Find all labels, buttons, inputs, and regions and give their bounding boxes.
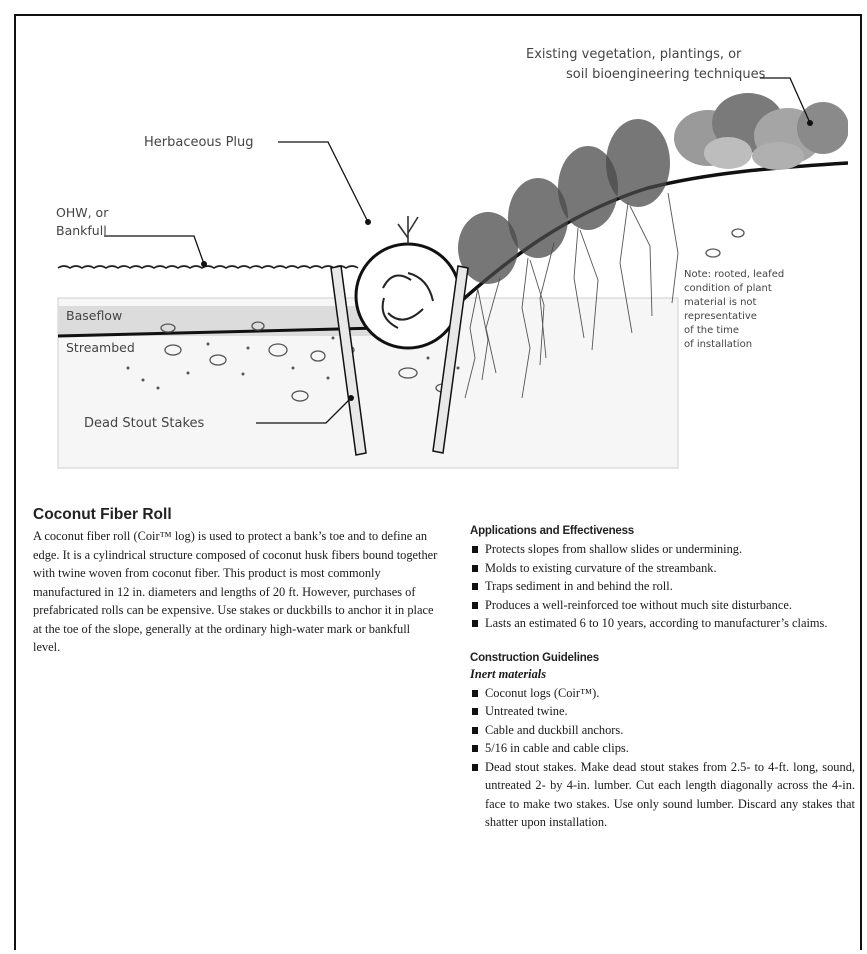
list-item: Dead stout stakes. Make dead stout stake… — [470, 758, 855, 832]
list-item: Produces a well-reinforced toe without m… — [470, 596, 855, 615]
applications-list: Protects slopes from shallow slides or u… — [470, 540, 855, 633]
coconut-fiber-roll-section: Coconut Fiber Roll A coconut fiber roll … — [33, 506, 438, 657]
note-line: representative — [684, 311, 757, 322]
list-item: Untreated twine. — [470, 702, 855, 721]
applications-heading: Applications and Effectiveness — [470, 525, 855, 537]
list-item-text: Molds to existing curvature of the strea… — [485, 561, 717, 575]
bullet-icon — [472, 583, 478, 590]
label-bankfull: Bankfull — [56, 223, 107, 238]
note-line: of the time — [684, 325, 739, 336]
bullet-icon — [472, 745, 478, 752]
guidelines-column: Applications and Effectiveness Protects … — [470, 525, 855, 832]
bullet-icon — [472, 602, 478, 609]
list-item-text: Coconut logs (Coir™). — [485, 686, 599, 700]
list-item-text: Produces a well-reinforced toe without m… — [485, 598, 792, 612]
bullet-icon — [472, 546, 478, 553]
bullet-icon — [472, 727, 478, 734]
list-item: Molds to existing curvature of the strea… — [470, 559, 855, 578]
bullet-icon — [472, 565, 478, 572]
list-item-text: Untreated twine. — [485, 704, 568, 718]
list-item-text: Dead stout stakes. Make dead stout stake… — [485, 760, 855, 830]
label-herbaceous-plug: Herbaceous Plug — [144, 135, 254, 150]
label-dead-stout-stakes: Dead Stout Stakes — [84, 416, 205, 431]
list-item-text: Traps sediment in and behind the roll. — [485, 579, 673, 593]
list-item: 5/16 in cable and cable clips. — [470, 739, 855, 758]
bullet-icon — [472, 708, 478, 715]
note-line: of installation — [684, 339, 752, 350]
herbaceous-plug-plant — [398, 216, 418, 244]
construction-heading: Construction Guidelines — [470, 652, 855, 664]
inert-materials-heading: Inert materials — [470, 667, 855, 682]
list-item-text: Protects slopes from shallow slides or u… — [485, 542, 742, 556]
existing-vegetation — [674, 93, 848, 170]
construction-section: Construction Guidelines Inert materials … — [470, 652, 855, 832]
list-item-text: Lasts an estimated 6 to 10 years, accord… — [485, 616, 827, 630]
applications-section: Applications and Effectiveness Protects … — [470, 525, 855, 633]
list-item-text: Cable and duckbill anchors. — [485, 723, 623, 737]
ohw-water-line — [58, 266, 358, 268]
list-item: Traps sediment in and behind the roll. — [470, 577, 855, 596]
label-ohw: OHW, or — [56, 205, 109, 220]
note-line: Note: rooted, leafed — [684, 269, 784, 280]
section-body: A coconut fiber roll (Coir™ log) is used… — [33, 527, 438, 657]
bullet-icon — [472, 690, 478, 697]
section-title: Coconut Fiber Roll — [33, 506, 438, 524]
bullet-icon — [472, 764, 478, 771]
note-line: condition of plant — [684, 283, 772, 294]
label-existing-vegetation-2: soil bioengineering techniques — [566, 67, 766, 82]
list-item: Coconut logs (Coir™). — [470, 684, 855, 703]
list-item: Protects slopes from shallow slides or u… — [470, 540, 855, 559]
label-existing-vegetation-1: Existing vegetation, plantings, or — [526, 47, 742, 62]
list-item: Cable and duckbill anchors. — [470, 721, 855, 740]
list-item-text: 5/16 in cable and cable clips. — [485, 741, 629, 755]
coir-log — [356, 244, 460, 348]
list-item: Lasts an estimated 6 to 10 years, accord… — [470, 614, 855, 633]
shrub-vegetation — [458, 119, 670, 284]
construction-list: Coconut logs (Coir™). Untreated twine. C… — [470, 684, 855, 832]
label-baseflow: Baseflow — [66, 308, 122, 323]
bullet-icon — [472, 620, 478, 627]
label-streambed: Streambed — [66, 340, 135, 355]
label-note: Note: rooted, leafed condition of plant … — [684, 269, 784, 350]
coir-log-illustration: Existing vegetation, plantings, or soil … — [48, 28, 848, 478]
note-line: material is not — [684, 297, 757, 308]
